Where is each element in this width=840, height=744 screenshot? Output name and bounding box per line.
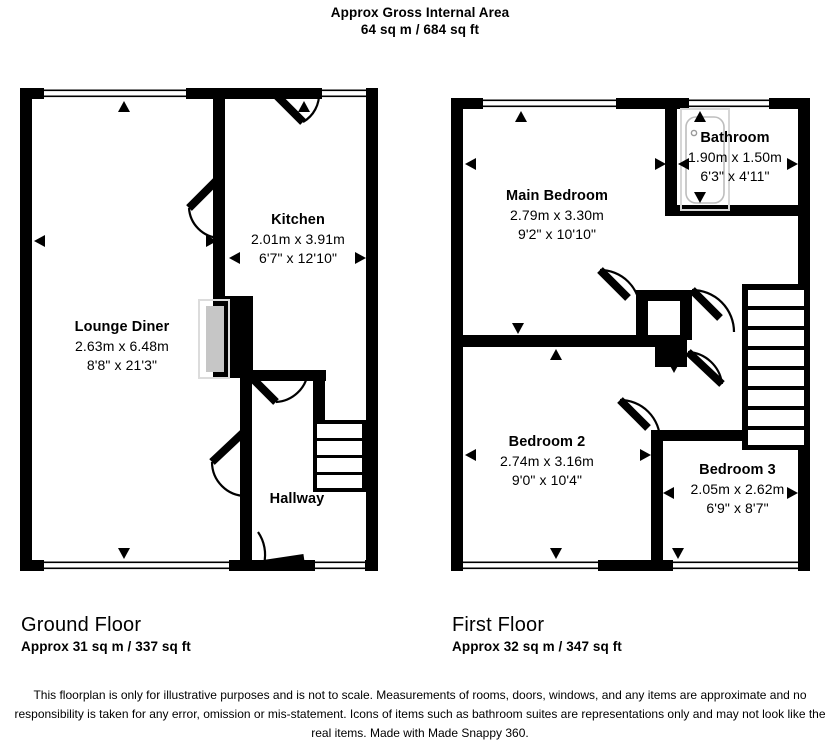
room-name: Lounge Diner xyxy=(74,319,170,335)
gross-area-value: 64 sq m / 684 sq ft xyxy=(360,22,480,37)
room-dimensions-metric: 2.63m x 6.48m xyxy=(75,338,169,354)
room-label-hallway: Hallway xyxy=(237,490,357,509)
room-dimensions-metric: 2.01m x 3.91m xyxy=(251,231,345,247)
room-name: Bathroom xyxy=(700,130,770,146)
floor-name: First Floor xyxy=(452,614,545,636)
room-label-bedroom-2: Bedroom 2 2.74m x 3.16m 9'0" x 10'4" xyxy=(467,433,627,490)
ground-floor-windows xyxy=(44,88,366,571)
first-floor-windows xyxy=(463,98,798,571)
room-label-main-bedroom: Main Bedroom 2.79m x 3.30m 9'2" x 10'10" xyxy=(476,187,638,244)
room-dimensions-imperial: 6'3" x 4'11" xyxy=(700,168,770,184)
floor-name: Ground Floor xyxy=(21,614,142,636)
room-name: Main Bedroom xyxy=(506,188,608,204)
room-name: Bedroom 3 xyxy=(699,462,776,478)
fireplace-icon xyxy=(198,299,230,379)
room-label-bedroom-3: Bedroom 3 2.05m x 2.62m 6'9" x 8'7" xyxy=(660,461,815,518)
gross-area-title: Approx Gross Internal Area xyxy=(330,5,510,20)
room-dimensions-metric: 2.74m x 3.16m xyxy=(500,453,594,469)
room-name: Hallway xyxy=(269,491,325,507)
ground-floor-dimension-arrows xyxy=(34,101,366,559)
floor-area: Approx 32 sq m / 347 sq ft xyxy=(452,639,622,654)
first-floor-outer-walls xyxy=(451,98,810,571)
floor-area: Approx 31 sq m / 337 sq ft xyxy=(21,639,191,654)
first-floor-staircase xyxy=(742,284,810,450)
room-dimensions-imperial: 6'7" x 12'10" xyxy=(258,250,338,266)
room-name: Kitchen xyxy=(271,212,325,228)
room-label-lounge-diner: Lounge Diner 2.63m x 6.48m 8'8" x 21'3" xyxy=(42,318,202,375)
first-floor-dimension-arrows xyxy=(465,111,798,559)
room-name: Bedroom 2 xyxy=(508,434,586,450)
room-dimensions-imperial: 6'9" x 8'7" xyxy=(706,500,769,516)
room-dimensions-metric: 2.79m x 3.30m xyxy=(510,207,604,223)
disclaimer-text: This floorplan is only for illustrative … xyxy=(14,688,826,740)
ground-floor-plan xyxy=(20,88,378,571)
room-dimensions-imperial: 8'8" x 21'3" xyxy=(86,357,158,373)
room-dimensions-metric: 2.05m x 2.62m xyxy=(690,481,785,497)
room-dimensions-metric: 1.90m x 1.50m xyxy=(688,149,782,165)
room-label-bathroom: Bathroom 1.90m x 1.50m 6'3" x 4'11" xyxy=(670,129,800,186)
room-dimensions-imperial: 9'0" x 10'4" xyxy=(511,472,583,488)
ground-floor-staircase xyxy=(313,420,366,492)
ground-floor-caption: Ground Floor Approx 31 sq m / 337 sq ft xyxy=(21,613,191,656)
room-label-kitchen: Kitchen 2.01m x 3.91m 6'7" x 12'10" xyxy=(218,211,378,268)
first-floor-plan xyxy=(451,98,810,571)
first-floor-doors xyxy=(597,267,736,441)
gross-internal-area-header: Approx Gross Internal Area 64 sq m / 684… xyxy=(0,4,840,38)
first-floor-caption: First Floor Approx 32 sq m / 347 sq ft xyxy=(452,613,622,656)
room-dimensions-imperial: 9'2" x 10'10" xyxy=(517,226,597,242)
ground-floor-doors xyxy=(186,89,321,568)
